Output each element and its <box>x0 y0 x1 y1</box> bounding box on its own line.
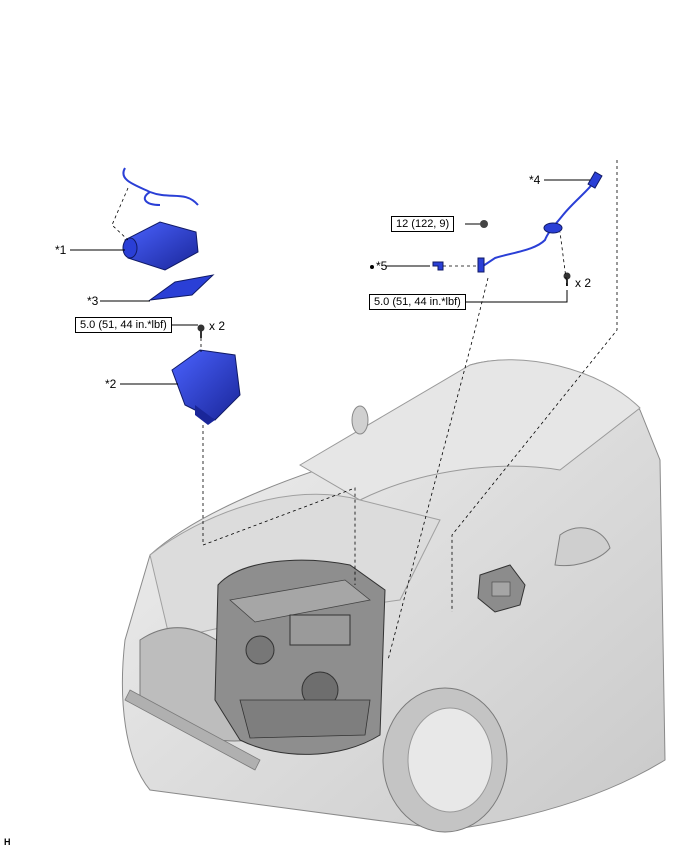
callout-3: *3 <box>87 294 99 308</box>
callout-2: *2 <box>105 377 117 391</box>
part-2-air-cleaner-case <box>171 349 241 425</box>
quantity-left: x 2 <box>209 319 226 333</box>
new-part-bullet <box>370 265 374 269</box>
quantity-right: x 2 <box>575 276 592 290</box>
assembly-dashed-lines <box>111 160 618 661</box>
callout-1: *1 <box>55 243 67 257</box>
callout-4: *4 <box>529 173 541 187</box>
part-1-air-cleaner-cap <box>122 221 199 271</box>
figure-code: H <box>4 837 11 847</box>
callout-5: *5 <box>376 259 388 273</box>
torque-spec-bolt-right: 5.0 (51, 44 in.*lbf) <box>369 294 466 310</box>
engine-assembly <box>214 559 386 755</box>
fasteners <box>197 220 571 338</box>
torque-spec-clamp-nut: 12 (122, 9) <box>391 216 455 232</box>
wire-harness <box>122 167 199 206</box>
part-5-clip <box>432 261 444 271</box>
leader-lines <box>70 179 590 385</box>
vehicle-body <box>121 359 666 833</box>
shift-lever-assembly <box>477 564 526 613</box>
part-4-cable <box>477 171 603 273</box>
part-3-filter-element <box>148 274 215 301</box>
torque-spec-bolt-left: 5.0 (51, 44 in.*lbf) <box>75 317 172 333</box>
